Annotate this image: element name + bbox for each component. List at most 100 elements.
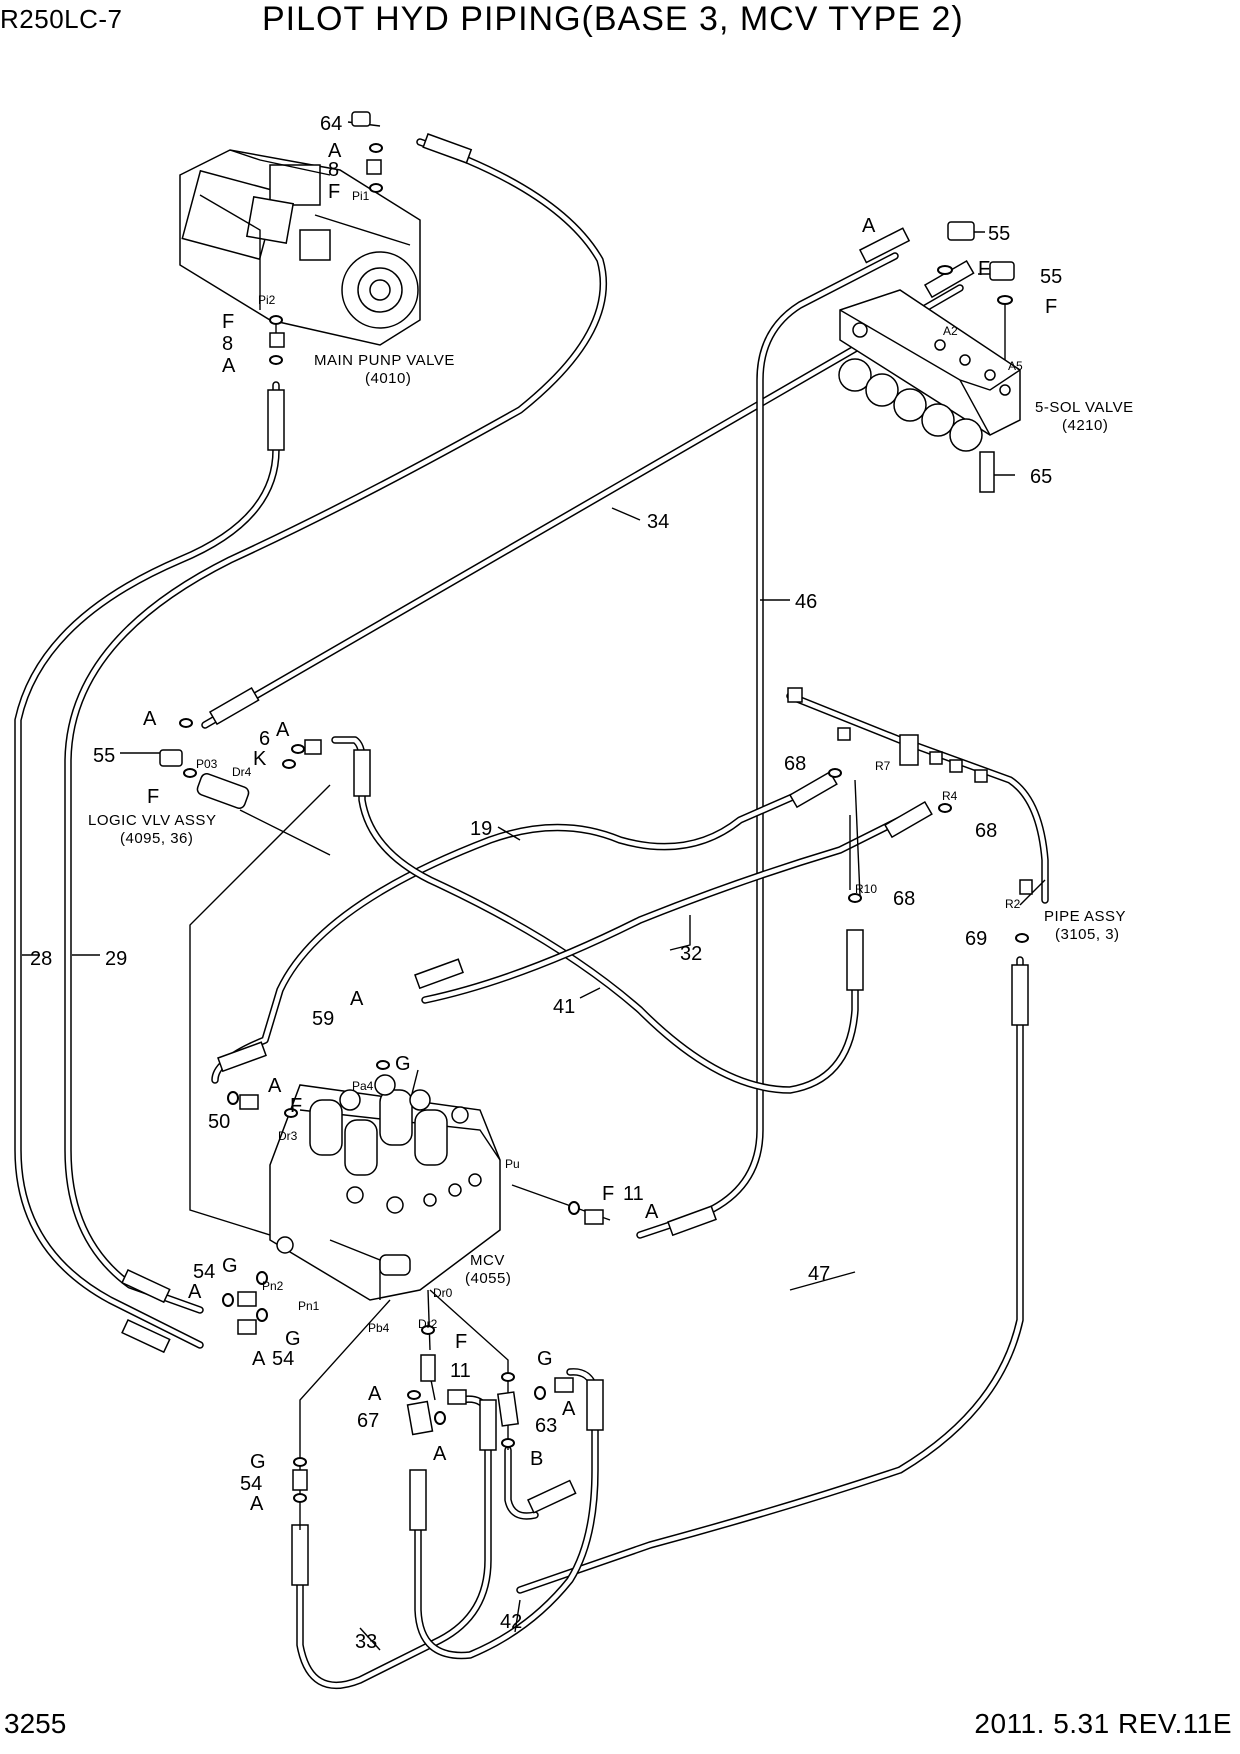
callout-F: F <box>602 1183 614 1205</box>
pipe-assy-tube <box>786 692 1049 904</box>
pipe-assy-label: PIPE ASSY <box>1044 908 1126 925</box>
callout-54: 54 <box>240 1473 262 1495</box>
fitting-64 <box>351 111 371 127</box>
callout-G: G <box>222 1255 238 1277</box>
port-r10: R10 <box>855 882 877 896</box>
callout-64: 64 <box>320 113 342 135</box>
callout-G: G <box>537 1348 553 1370</box>
callout-K: K <box>253 748 267 770</box>
callout-A: A <box>368 1383 382 1405</box>
callout-A: A <box>328 140 342 162</box>
hose-41 <box>331 736 859 1094</box>
port-r7: R7 <box>875 759 891 773</box>
callout-42: 42 <box>500 1611 522 1633</box>
bottom-fittings <box>292 1372 574 1503</box>
hose-29 <box>64 138 608 1314</box>
callout-A: A <box>350 988 364 1010</box>
port-r2: R2 <box>1005 897 1021 911</box>
logic-valve-label: LOGIC VLV ASSY <box>88 812 216 829</box>
hose-19 <box>211 781 824 1084</box>
callout-50: 50 <box>208 1111 230 1133</box>
port-r4: R4 <box>942 789 958 803</box>
port-pa4: Pa4 <box>352 1079 374 1093</box>
port-pi2: Pi2 <box>258 293 276 307</box>
callout-59: 59 <box>312 1008 334 1030</box>
callout-6: 6 <box>259 728 270 750</box>
callout-65: 65 <box>1030 466 1052 488</box>
callout-11: 11 <box>450 1360 471 1382</box>
callout-67: 67 <box>357 1410 379 1432</box>
port-pb4: Pb4 <box>368 1321 390 1335</box>
callout-68: 68 <box>784 753 806 775</box>
callout-8: 8 <box>222 333 233 355</box>
main-pump-ref: (4010) <box>365 370 411 387</box>
callout-A: A <box>250 1493 264 1515</box>
callout-F: F <box>222 311 234 333</box>
callout-A: A <box>143 708 157 730</box>
callout-11: 11 <box>623 1183 644 1205</box>
logic-valve: P03 Dr4 LOGIC VLV ASSY (4095, 36) <box>88 718 322 847</box>
port-pu: Pu <box>505 1157 520 1171</box>
callout-A: A <box>562 1398 576 1420</box>
callout-54: 54 <box>193 1261 215 1283</box>
callout-F: F <box>978 258 990 280</box>
callout-F: F <box>455 1331 467 1353</box>
port-pi1: Pi1 <box>352 189 370 203</box>
mcv: Pa4 Dr3 Pu Pn2 Pn1 Pb4 Dr0 Dr2 MCV (4055… <box>222 1060 604 1382</box>
callout-63: 63 <box>535 1415 557 1437</box>
port-dr0: Dr0 <box>433 1286 453 1300</box>
callout-A: A <box>268 1075 282 1097</box>
sol-valve-label: 5-SOL VALVE <box>1035 399 1134 416</box>
main-pump: Pi1 Pi2 MAIN PUNP VALVE (4010) <box>179 111 455 387</box>
logic-valve-ref: (4095, 36) <box>120 830 193 847</box>
callout-68: 68 <box>975 820 997 842</box>
hose-47 <box>516 956 1024 1594</box>
port-dr4: Dr4 <box>232 765 252 779</box>
hose-34 <box>201 284 964 729</box>
hose-33 <box>296 1395 492 1689</box>
callout-55: 55 <box>988 223 1010 245</box>
callout-28: 28 <box>30 948 52 970</box>
callout-29: 29 <box>105 948 127 970</box>
callout-F: F <box>1045 296 1057 318</box>
callout-55: 55 <box>93 745 115 767</box>
hose-28 <box>14 381 280 1349</box>
callout-19: 19 <box>470 818 492 840</box>
port-pn2: Pn2 <box>262 1279 284 1293</box>
hose-46 <box>636 252 899 1239</box>
port-a2: A2 <box>943 324 958 338</box>
callout-A: A <box>252 1348 266 1370</box>
callout-8: 8 <box>328 159 339 181</box>
callouts: 64 A 8 F F 8 A A 55 F 55 F 65 34 46 A 55… <box>30 113 1062 1653</box>
callout-47: 47 <box>808 1263 830 1285</box>
hose-fittings <box>121 133 1029 1586</box>
sol-valve-ref: (4210) <box>1062 417 1108 434</box>
callout-46: 46 <box>795 591 817 613</box>
mcv-ref: (4055) <box>465 1270 511 1287</box>
port-dr3: Dr3 <box>278 1129 298 1143</box>
callout-33: 33 <box>355 1631 377 1653</box>
callout-69: 69 <box>965 928 987 950</box>
callout-B: B <box>530 1448 543 1470</box>
callout-68: 68 <box>893 888 915 910</box>
port-p03: P03 <box>196 757 218 771</box>
callout-G: G <box>285 1328 301 1350</box>
callout-A: A <box>276 719 290 741</box>
callout-32: 32 <box>680 943 702 965</box>
port-dr2: Dr2 <box>418 1317 438 1331</box>
callout-A: A <box>645 1201 659 1223</box>
callout-F: F <box>328 181 340 203</box>
callout-G: G <box>395 1053 411 1075</box>
pipe-assy-ref: (3105, 3) <box>1055 926 1120 943</box>
main-pump-label: MAIN PUNP VALVE <box>314 352 455 369</box>
revision-date: 2011. 5.31 REV.11E <box>974 1708 1232 1739</box>
callout-A: A <box>862 215 876 237</box>
sol-coils <box>838 358 983 452</box>
callout-55: 55 <box>1040 266 1062 288</box>
hose-63-return <box>504 1446 539 1520</box>
callout-G: G <box>250 1451 266 1473</box>
port-pn1: Pn1 <box>298 1299 320 1313</box>
callout-34: 34 <box>647 511 669 533</box>
callout-A: A <box>188 1281 202 1303</box>
